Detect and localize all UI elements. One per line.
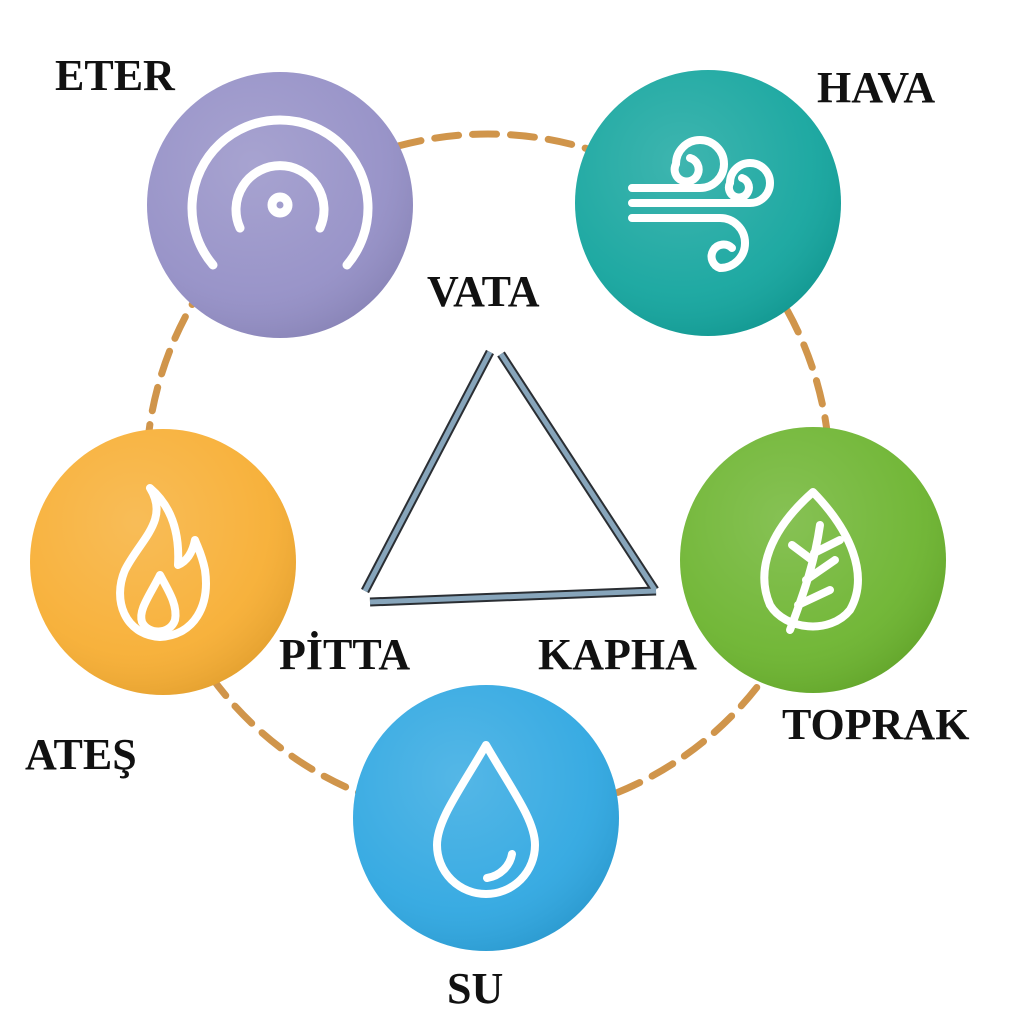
dosha-triangle	[361, 349, 659, 607]
label-eter: ETER	[55, 51, 175, 100]
label-toprak: TOPRAK	[782, 700, 970, 749]
label-vata: VATA	[427, 267, 540, 316]
leaf-icon	[760, 488, 862, 634]
element-toprak	[680, 427, 946, 693]
triangle-fill	[362, 350, 658, 605]
water-drop-icon	[433, 741, 539, 898]
ether-icon	[187, 115, 373, 270]
label-su: SU	[447, 964, 504, 1013]
element-eter	[147, 72, 413, 338]
label-kapha: KAPHA	[538, 630, 697, 679]
element-hava	[575, 70, 841, 336]
label-pitta: PİTTA	[279, 630, 411, 679]
flame-icon	[116, 484, 210, 641]
wind-icon	[628, 136, 774, 273]
label-ates: ATEŞ	[25, 730, 137, 779]
element-ates	[30, 429, 296, 695]
label-hava: HAVA	[817, 63, 936, 112]
element-su	[353, 685, 619, 951]
